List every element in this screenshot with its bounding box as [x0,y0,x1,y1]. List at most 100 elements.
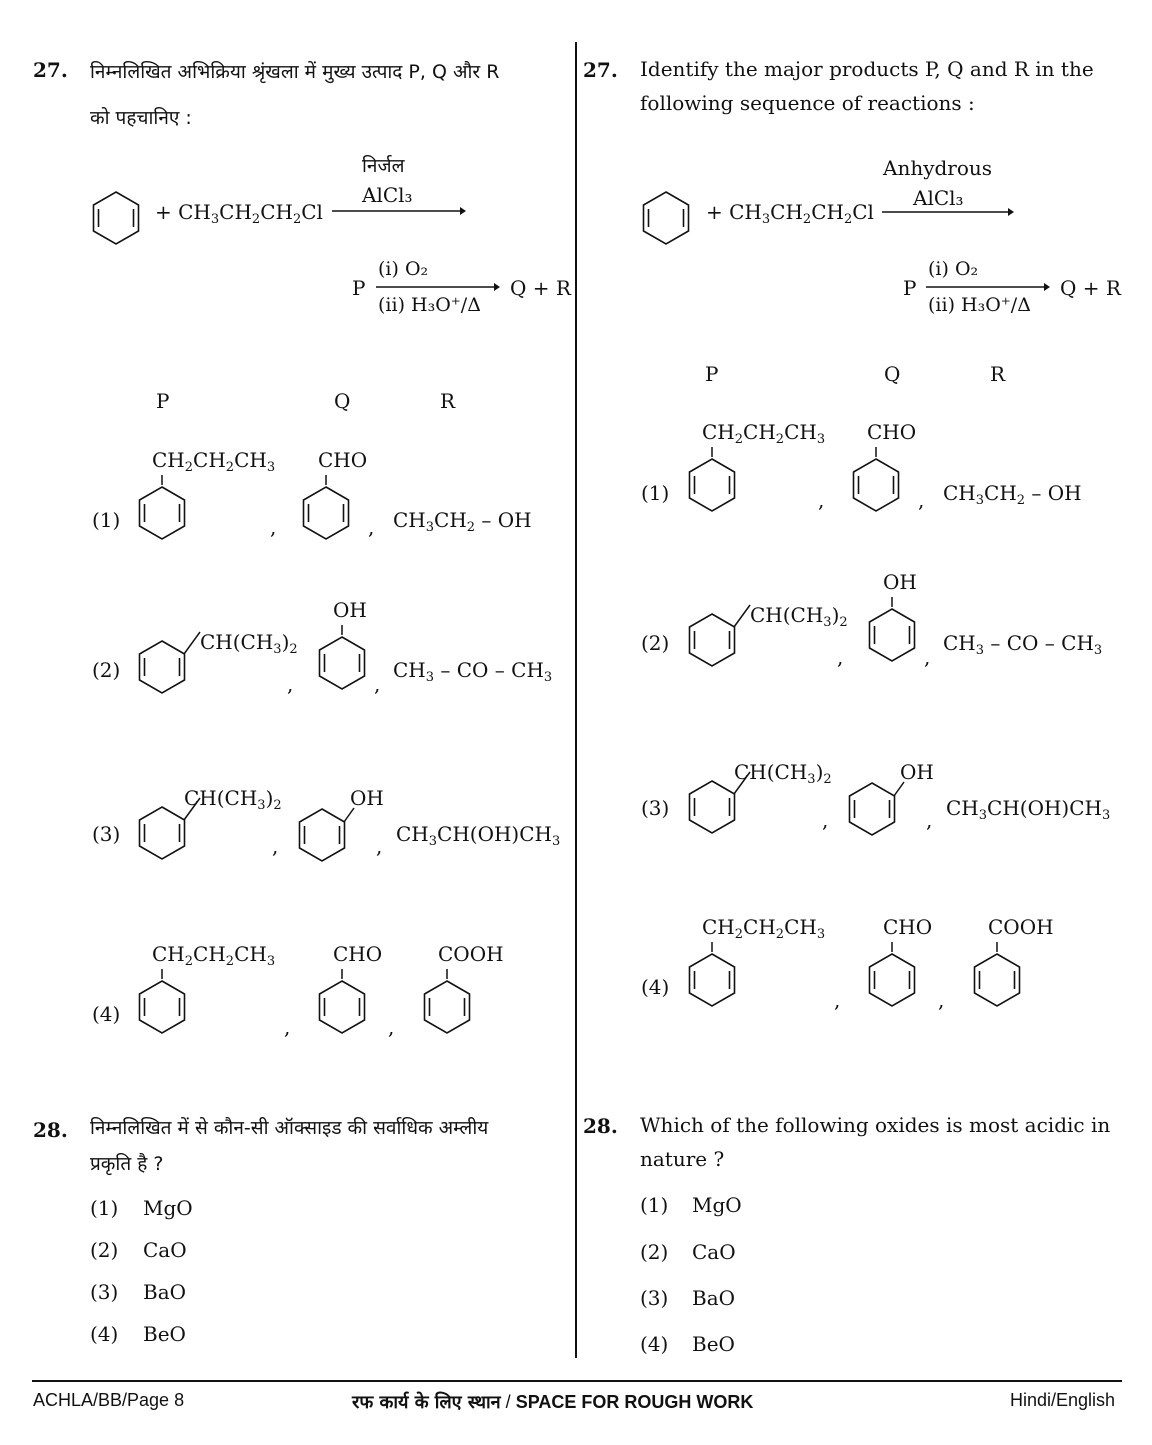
reactant: + CH3CH2CH2Cl [155,200,323,227]
option-label: (4) [640,1332,669,1356]
step1-reagent: (i) O₂ [928,258,979,280]
step2-reagent: (ii) H₃O⁺/Δ [378,294,481,316]
option-label: (1) [90,1196,119,1220]
option-label: (1) [641,481,670,505]
benzene-structure [92,191,140,245]
substituent: CH2CH2CH3 [152,448,276,475]
option-label: (2) [641,631,670,655]
comma: , [834,988,841,1012]
reaction-arrow-2 [926,283,1050,291]
reaction-arrow [332,207,466,215]
propylbenzene-structure [138,475,186,540]
option-label: (4) [90,1322,119,1346]
comma: , [270,515,277,539]
question-text-line1: निम्नलिखित अभिक्रिया श्रृंखला में मुख्य … [90,61,500,83]
question-number: 27. [33,58,68,82]
comma: , [284,1015,291,1039]
option-text: CaO [143,1238,187,1262]
reaction-arrow-2 [376,283,500,291]
comma: , [926,808,933,832]
cumene-structure [138,797,201,860]
cumene-structure [688,604,751,667]
comma: , [837,645,844,669]
question-text-line1: निम्नलिखित में से कौन-सी ऑक्साइड की सर्व… [90,1117,489,1139]
option-text: BaO [692,1286,736,1310]
option-label: (3) [92,822,121,846]
comma: , [272,834,279,858]
comma: , [918,488,925,512]
comma: , [822,808,829,832]
header-p: P [705,362,719,386]
question-text-line2: को पहचानिए : [90,107,192,129]
product-r: CH3 – CO – CH3 [393,658,553,685]
question-text-line1: Which of the following oxides is most ac… [640,1113,1111,1137]
product-r: CH3CH2 – OH [943,481,1082,508]
reagent-top: Anhydrous [883,156,993,180]
option-text: CaO [692,1240,736,1264]
option-label: (1) [92,508,121,532]
comma: , [388,1015,395,1039]
option-label: (4) [92,1002,121,1026]
p-label: P [352,276,366,300]
substituent: CHO [867,420,917,444]
substituent: CH(CH3)2 [750,603,848,630]
benzaldehyde-structure [318,969,366,1034]
option-label: (3) [641,796,670,820]
footer-rule [32,1380,1122,1382]
option-text: MgO [692,1193,742,1217]
benzaldehyde-structure [302,475,350,540]
footer-rough-work: रफ कार्य के लिए स्थान / SPACE FOR ROUGH … [352,1392,754,1413]
reactant: + CH3CH2CH2Cl [706,200,874,227]
substituent: COOH [988,915,1054,939]
phenol-structure [298,807,355,862]
products: Q + R [1060,276,1121,300]
option-label: (2) [90,1238,119,1262]
substituent: CH(CH3)2 [734,760,832,787]
header-q: Q [884,362,901,386]
question-text-line2: nature ? [640,1147,725,1171]
substituent: OH [883,570,917,594]
comma: , [376,834,383,858]
substituent: CH(CH3)2 [184,786,282,813]
comma: , [287,672,294,696]
substituent: CH(CH3)2 [200,630,298,657]
option-label: (2) [640,1240,669,1264]
propylbenzene-structure [688,447,736,512]
cumene-structure [688,771,751,834]
cumene-structure [138,631,201,694]
reagent-bottom: AlCl₃ [913,186,964,210]
comma: , [924,645,931,669]
comma: , [818,488,825,512]
substituent: OH [900,760,934,784]
substituent: CH2CH2CH3 [702,420,826,447]
product-r: CH3CH(OH)CH3 [946,796,1111,823]
option-text: BaO [143,1280,187,1304]
footer-page-id: ACHLA/BB/Page 8 [33,1390,185,1410]
product-r: CH3CH2 – OH [393,508,532,535]
step2-reagent: (ii) H₃O⁺/Δ [928,294,1031,316]
question-text-line1: Identify the major products P, Q and R i… [640,57,1094,81]
reagent-top: निर्जल [362,155,405,177]
header-q: Q [334,389,351,413]
question-text-line2: प्रकृति है ? [90,1153,164,1175]
reagent-bottom: AlCl₃ [362,183,413,207]
question-text-line2: following sequence of reactions : [640,91,975,115]
column-divider [575,42,577,1358]
substituent: CH2CH2CH3 [702,915,826,942]
option-label: (3) [640,1286,669,1310]
step1-reagent: (i) O₂ [378,258,429,280]
comma: , [368,515,375,539]
benzoic-acid-structure [423,969,471,1034]
comma: , [374,672,381,696]
substituent: CHO [318,448,368,472]
benzaldehyde-structure [852,447,900,512]
benzoic-acid-structure [973,942,1021,1007]
footer-language: Hindi/English [1010,1390,1116,1410]
question-number: 28. [33,1118,68,1142]
header-p: P [156,389,170,413]
products: Q + R [510,276,571,300]
question-number: 27. [583,58,618,82]
benzaldehyde-structure [868,942,916,1007]
substituent: CHO [333,942,383,966]
header-r: R [990,362,1006,386]
